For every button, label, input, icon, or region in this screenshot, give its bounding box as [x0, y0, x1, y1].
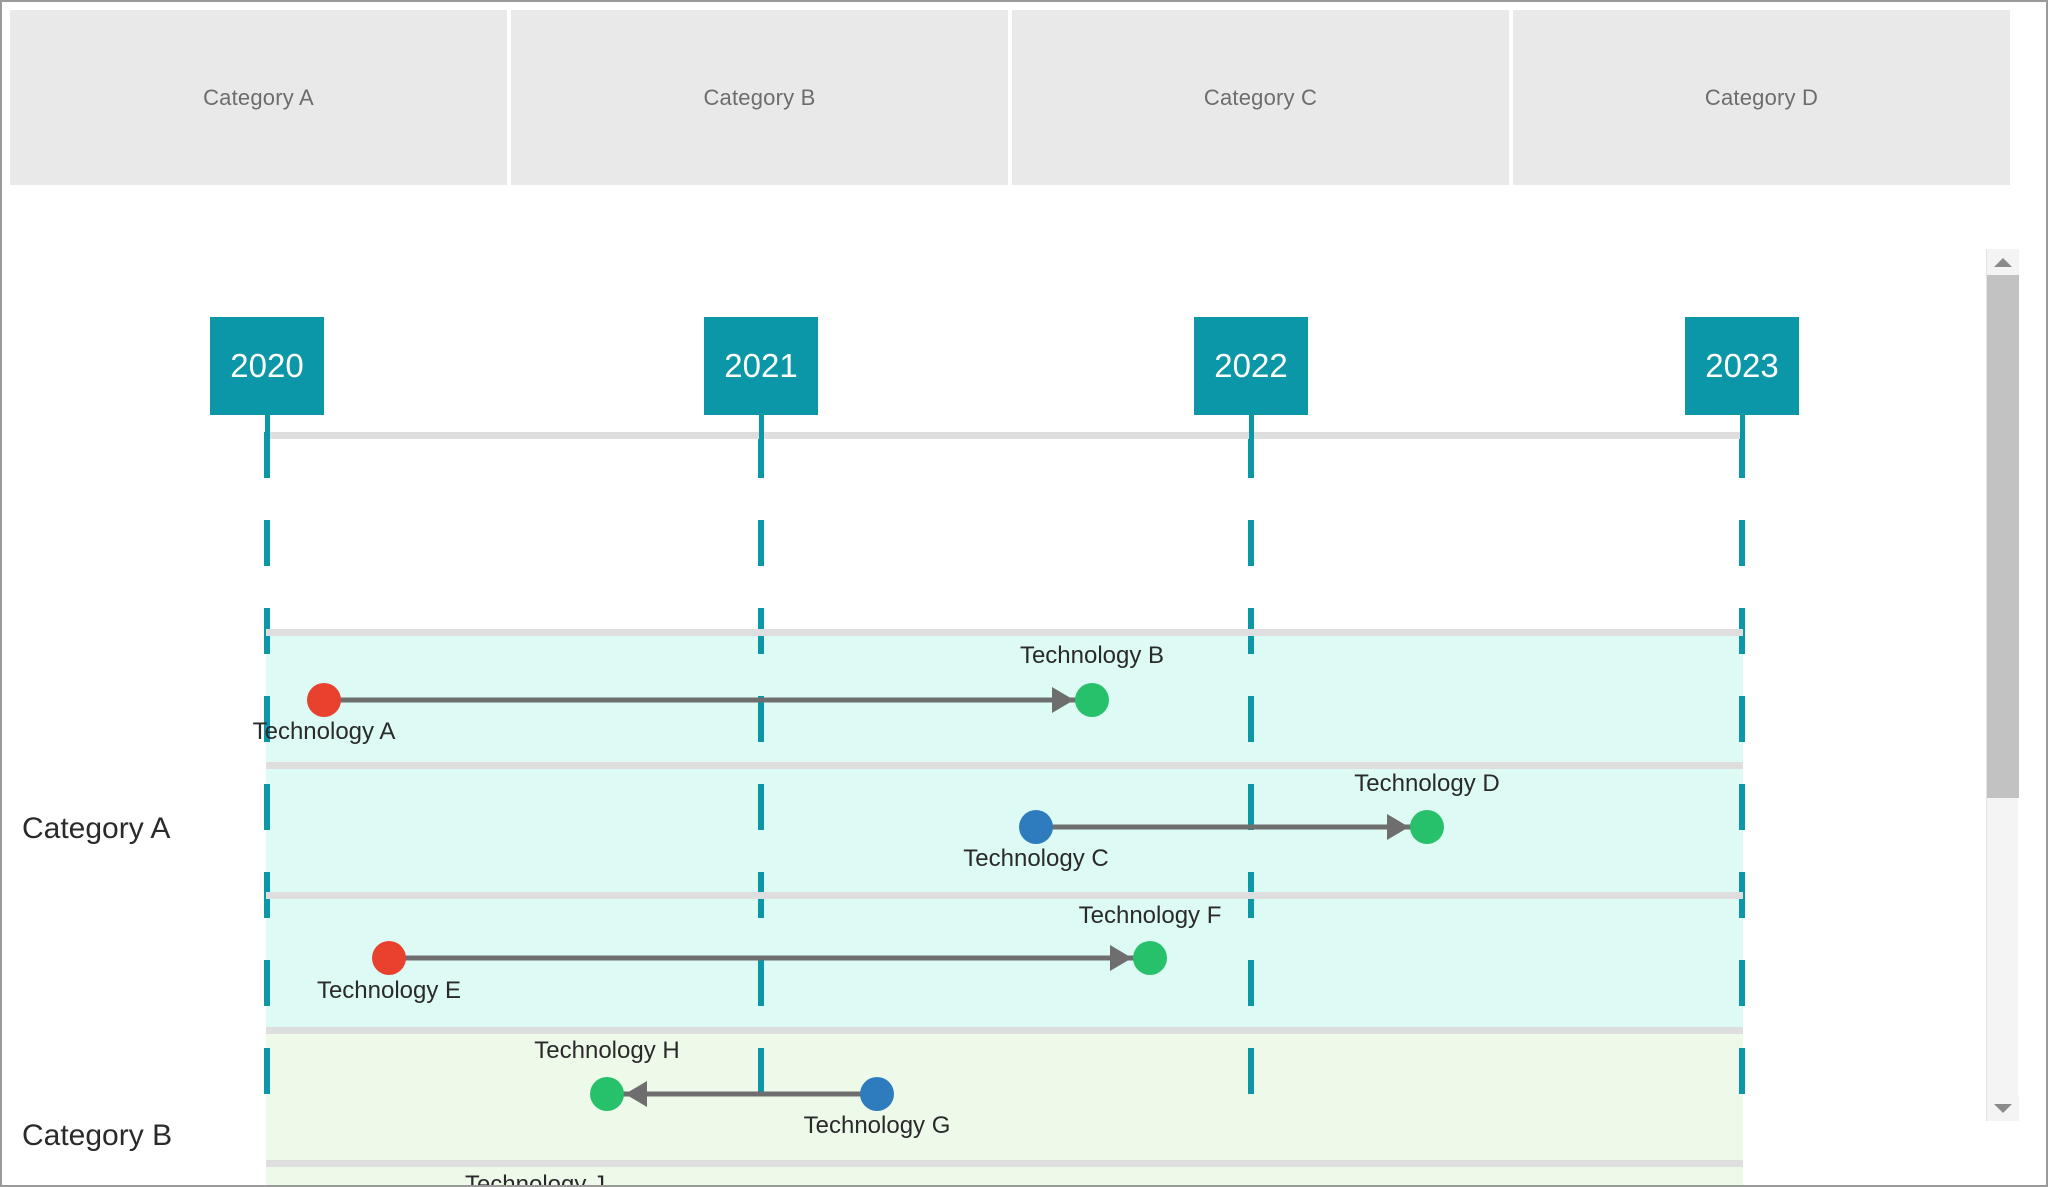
vertical-scrollbar[interactable] — [1986, 249, 2019, 1121]
timeline-chart: 2020 2021 2022 2023 Category A Category B Te… — [2, 192, 2046, 1187]
year-marker-2022[interactable]: 2022 — [1194, 317, 1308, 415]
timeline-node-label: Technology A — [252, 718, 396, 745]
tab-label: Category A — [203, 84, 314, 110]
tab-category-a[interactable]: Category A — [10, 10, 507, 185]
timeline-node-label: Technology B — [1019, 642, 1165, 669]
year-marker-2023[interactable]: 2023 — [1685, 317, 1799, 415]
year-gridline-2021[interactable] — [758, 432, 764, 1122]
timeline-node[interactable] — [860, 1077, 894, 1111]
swimlane-label: Category B — [22, 1119, 173, 1152]
chevron-up-icon — [1994, 257, 2012, 267]
tab-label: Category D — [1704, 84, 1819, 110]
year-marker-stem — [265, 415, 270, 473]
timeline-node-label: Technology J — [464, 1171, 606, 1187]
timeline-arrowhead — [1052, 687, 1074, 713]
year-marker-label: 2023 — [1705, 347, 1779, 384]
row-separator-line — [266, 1160, 1743, 1167]
year-marker-label: 2022 — [1214, 347, 1288, 384]
year-gridline-2022[interactable] — [1248, 432, 1254, 1122]
timeline-connector — [1036, 824, 1427, 830]
row-separator-line — [266, 1027, 1743, 1034]
timeline-node-label: Technology C — [963, 845, 1109, 872]
row-separator-line — [266, 629, 1743, 636]
timeline-connector — [389, 955, 1150, 961]
swimlane-band — [266, 629, 1743, 1027]
row-separator-line — [266, 892, 1743, 899]
timeline-arrowhead — [625, 1081, 647, 1107]
timeline-arrowhead — [1110, 945, 1132, 971]
year-marker-2020[interactable]: 2020 — [210, 317, 324, 415]
swimlane-band — [266, 1027, 1743, 1185]
tab-label: Category C — [1203, 84, 1318, 110]
timeline-node-label: Technology F — [1078, 902, 1222, 929]
scrollbar-thumb[interactable] — [1987, 275, 2019, 798]
timeline-connector — [607, 1091, 877, 1097]
year-marker-stem — [1740, 415, 1745, 473]
year-gridline-2020[interactable] — [264, 432, 270, 1122]
tab-label: Category B — [703, 84, 816, 110]
timeline-arrowhead — [1387, 814, 1409, 840]
timeline-node[interactable] — [1019, 810, 1053, 844]
chevron-down-icon — [1994, 1103, 2012, 1113]
timeline-node[interactable] — [1075, 683, 1109, 717]
timeline-node-label: Technology G — [803, 1112, 951, 1139]
timeline-node[interactable] — [590, 1077, 624, 1111]
timeline-node-label: Technology H — [534, 1037, 680, 1064]
year-gridline-2023[interactable] — [1739, 432, 1745, 1122]
scroll-up-button[interactable] — [1987, 249, 2019, 275]
tab-category-d[interactable]: Category D — [1513, 10, 2010, 185]
tab-category-b[interactable]: Category B — [511, 10, 1008, 185]
timeline-node[interactable] — [1133, 941, 1167, 975]
row-separator-line — [266, 432, 1743, 439]
scroll-down-button[interactable] — [1987, 1095, 2019, 1121]
category-tab-bar: Category A Category B Category C Categor… — [10, 10, 2010, 185]
year-marker-2021[interactable]: 2021 — [704, 317, 818, 415]
year-marker-stem — [1249, 415, 1254, 473]
swimlane-label: Category A — [22, 812, 171, 845]
timeline-node[interactable] — [372, 941, 406, 975]
year-marker-label: 2020 — [230, 347, 304, 384]
year-marker-label: 2021 — [724, 347, 798, 384]
timeline-node[interactable] — [1410, 810, 1444, 844]
timeline-node-label: Technology E — [316, 977, 462, 1004]
tab-category-c[interactable]: Category C — [1012, 10, 1509, 185]
timeline-connector — [324, 697, 1092, 703]
row-separator-line — [266, 762, 1743, 769]
timeline-node-label: Technology D — [1354, 770, 1500, 797]
timeline-node[interactable] — [307, 683, 341, 717]
year-marker-stem — [759, 415, 764, 473]
